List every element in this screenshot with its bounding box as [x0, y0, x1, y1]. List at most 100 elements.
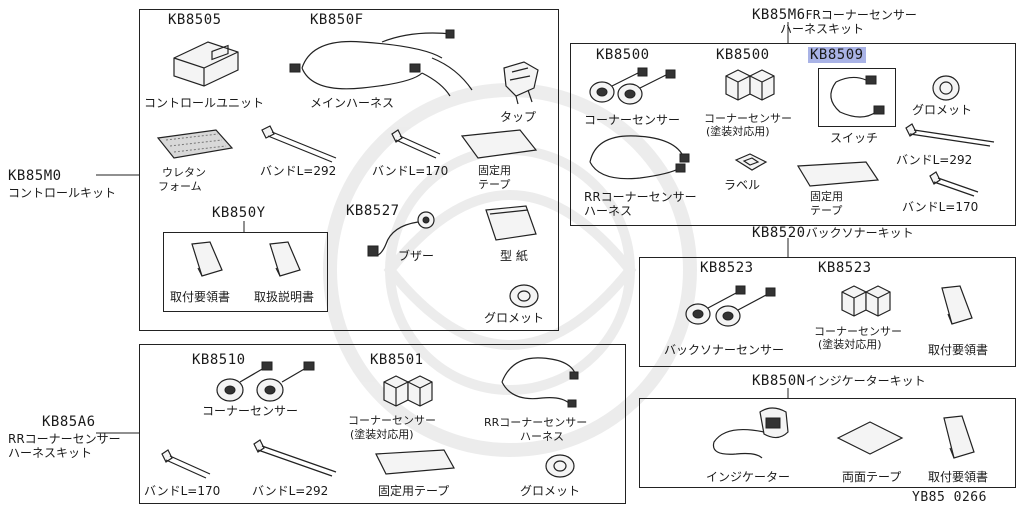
grommet-illustration — [509, 284, 539, 308]
rr-corner-sensor-illustration — [216, 361, 315, 402]
fr-corner-kit-box — [570, 43, 1016, 226]
sonar-manual-illustration — [941, 285, 973, 325]
control-kit-code: KB85M0 — [8, 168, 62, 184]
fr-corner-sensor-illustration — [589, 67, 676, 105]
sonar-manual-label: 取付要領書 — [928, 343, 989, 357]
sonar-sensor-illustration — [685, 285, 776, 327]
fr-paint-sensor-label-1: コーナーセンサー — [704, 112, 792, 125]
grommet-label: グロメット — [484, 311, 545, 325]
fr-fixing-tape-illustration — [796, 161, 880, 187]
rr-corner-sensor-code: KB8510 — [192, 352, 246, 368]
sonar-kit-title: KB8520バックソナーキット — [752, 225, 914, 241]
indicator-illustration — [712, 407, 789, 459]
main-harness-code: KB850F — [310, 12, 364, 28]
rr-band-292-illustration — [253, 439, 337, 477]
indicator-kit-title: KB850Nインジケーターキット — [752, 373, 926, 389]
manual-1-illustration — [191, 241, 223, 277]
rr-band-170-label: バンドL=170 — [144, 484, 221, 498]
fr-paint-sensor-code: KB8500 — [716, 47, 770, 63]
fr-paint-sensor-label-2: (塗装対応用) — [706, 125, 770, 138]
rr-band-292-label: バンドL=292 — [252, 484, 329, 498]
fr-corner-sensor-label: コーナーセンサー — [584, 113, 681, 127]
indicator-label: インジケーター — [706, 470, 791, 484]
control-unit-code: KB8505 — [168, 12, 222, 28]
fr-band-170-illustration — [929, 171, 979, 197]
buzzer-code: KB8527 — [346, 203, 400, 219]
rr-corner-kit-box — [139, 344, 626, 504]
control-kit-name: コントロールキット — [8, 186, 117, 200]
fr-switch-label: スイッチ — [830, 131, 879, 145]
rr-fixing-tape-illustration — [375, 449, 455, 475]
indicator-kit-box — [639, 398, 1016, 488]
band-292-label: バンドL=292 — [260, 164, 337, 178]
rr-paint-sensor-illustration — [383, 375, 433, 407]
tap-illustration — [503, 61, 539, 105]
fr-rr-harness-label-1: RRコーナーセンサー — [584, 190, 697, 204]
fr-switch-illustration — [830, 75, 885, 118]
sonar-kit-box — [639, 257, 1016, 367]
manual-2-label: 取扱説明書 — [254, 290, 315, 304]
docs-box — [163, 232, 328, 312]
template-label: 型 紙 — [500, 249, 528, 263]
manual-2-illustration — [269, 241, 301, 277]
buzzer-label: ブザー — [398, 249, 435, 263]
fr-label-illustration — [734, 153, 768, 171]
fr-fixing-tape-label-2: テープ — [810, 204, 843, 217]
control-unit-label: コントロールユニット — [144, 96, 265, 110]
rr-grommet-illustration — [545, 454, 575, 478]
band-170-illustration — [391, 129, 441, 159]
rr-paint-sensor-label-1: コーナーセンサー — [348, 414, 436, 427]
rr-harness-label-1: RRコーナーセンサー — [484, 416, 588, 429]
sonar-sensor-code: KB8523 — [700, 260, 754, 276]
rr-harness-illustration — [501, 357, 579, 408]
double-tape-label: 両面テープ — [842, 470, 902, 484]
rr-grommet-label: グロメット — [520, 484, 581, 498]
buzzer-illustration — [367, 211, 435, 257]
urethane-illustration — [156, 129, 234, 159]
fixing-tape-label-2: テープ — [478, 178, 511, 191]
fr-grommet-illustration — [932, 75, 960, 101]
docs-code: KB850Y — [212, 205, 266, 221]
main-harness-label: メインハーネス — [310, 96, 395, 110]
indicator-manual-label: 取付要領書 — [928, 470, 989, 484]
fr-kit-title-1: KB85M6FRコーナーセンサー — [752, 7, 917, 23]
fr-paint-sensor-illustration — [725, 69, 775, 101]
rr-paint-sensor-code: KB8501 — [370, 352, 424, 368]
manual-1-label: 取付要領書 — [170, 290, 231, 304]
sonar-paint-sensor-illustration — [841, 285, 891, 317]
fr-rr-harness-illustration — [589, 135, 690, 180]
fr-rr-harness-label-2: ハーネス — [584, 204, 633, 218]
fixing-tape-label-1: 固定用 — [478, 164, 511, 177]
sonar-sensor-label: バックソナーセンサー — [664, 343, 785, 357]
rr-kit-code: KB85A6 — [42, 414, 96, 430]
fr-switch-box — [818, 68, 896, 127]
rr-fixing-tape-label: 固定用テープ — [378, 484, 450, 498]
fr-label-label: ラベル — [724, 178, 761, 192]
sonar-paint-sensor-label-1: コーナーセンサー — [814, 325, 902, 338]
fr-fixing-tape-label-1: 固定用 — [810, 190, 843, 203]
fr-switch-code: KB8509 — [808, 47, 866, 63]
band-292-illustration — [261, 125, 337, 163]
main-harness-illustration — [289, 29, 473, 97]
fixing-tape-illustration — [460, 129, 538, 159]
rr-harness-label-2: ハーネス — [520, 430, 564, 443]
fr-band-292-illustration — [905, 123, 995, 147]
rr-kit-name-2: ハーネスキット — [8, 446, 93, 460]
band-170-label: バンドL=170 — [372, 164, 449, 178]
fr-band-170-label: バンドL=170 — [902, 200, 979, 214]
rr-corner-sensor-label: コーナーセンサー — [202, 404, 299, 418]
urethane-label-2: フォーム — [158, 180, 202, 193]
control-kit-box — [139, 9, 559, 331]
rr-band-170-illustration — [161, 449, 211, 479]
diagram-id: YB85 0266 — [912, 490, 987, 505]
tap-label: タップ — [500, 110, 537, 124]
double-tape-illustration — [836, 421, 904, 455]
sonar-paint-sensor-label-2: (塗装対応用) — [818, 338, 882, 351]
fr-grommet-label: グロメット — [912, 103, 973, 117]
fr-corner-sensor-code: KB8500 — [596, 47, 650, 63]
fr-band-292-label: バンドL=292 — [896, 153, 973, 167]
rr-paint-sensor-label-2: (塗装対応用) — [350, 428, 414, 441]
sonar-paint-sensor-code: KB8523 — [818, 260, 872, 276]
rr-kit-name-1: RRコーナーセンサー — [8, 432, 121, 446]
